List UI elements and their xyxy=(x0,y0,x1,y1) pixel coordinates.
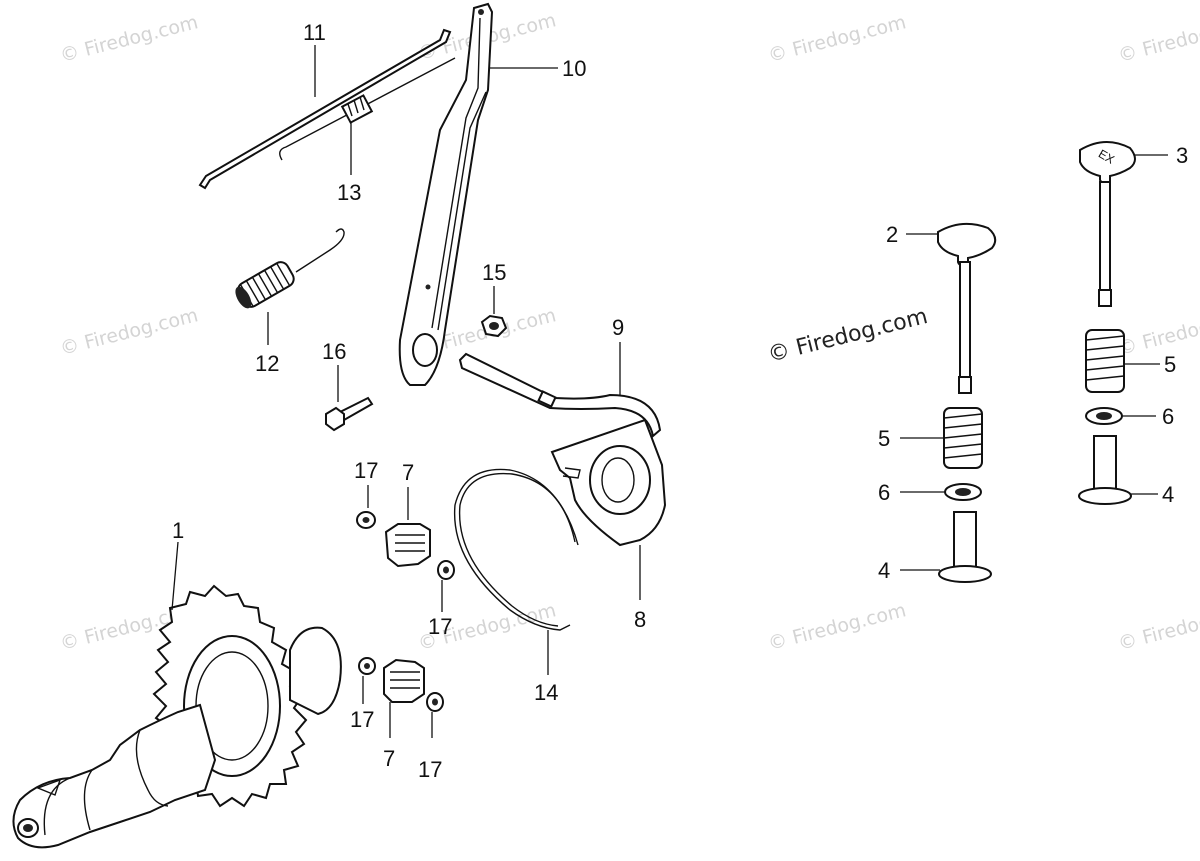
label-5b: 5 xyxy=(1164,352,1176,377)
part-17-washer-a xyxy=(356,485,376,529)
part-9-lever xyxy=(458,342,662,438)
label-3: 3 xyxy=(1176,143,1188,168)
part-7-upper-cotter xyxy=(384,487,431,568)
part-14-wire-spring xyxy=(453,468,579,675)
part-17-washer-c xyxy=(358,657,376,704)
part-12-spring xyxy=(235,228,345,345)
watermark: © Firedog.com xyxy=(1116,599,1200,655)
part-4-guide-left xyxy=(900,511,992,583)
label-9: 9 xyxy=(612,315,624,340)
watermark: © Firedog.com xyxy=(766,11,908,67)
label-7b: 7 xyxy=(383,746,395,771)
part-17-washer-b xyxy=(437,560,455,612)
label-6a: 6 xyxy=(878,480,890,505)
part-5-spring-right xyxy=(1085,329,1160,393)
label-4b: 4 xyxy=(1162,482,1174,507)
watermark-center: © Firedog.com xyxy=(765,304,930,368)
label-17a: 17 xyxy=(354,458,378,483)
watermark: © Firedog.com xyxy=(766,599,908,655)
label-2: 2 xyxy=(886,222,898,247)
label-16: 16 xyxy=(322,339,346,364)
part-6-seat-right xyxy=(1085,407,1156,425)
watermark: © Firedog.com xyxy=(1116,304,1200,360)
part-1-camshaft xyxy=(12,541,342,849)
label-12: 12 xyxy=(255,351,279,376)
label-8: 8 xyxy=(634,607,646,632)
label-17c: 17 xyxy=(350,707,374,732)
part-4-guide-right xyxy=(1078,435,1158,505)
part-11-rod xyxy=(198,28,452,190)
part-17-washer-d xyxy=(426,692,444,738)
part-7-lower-cotter xyxy=(383,658,425,738)
watermark: © Firedog.com xyxy=(1116,11,1200,67)
label-7a: 7 xyxy=(402,460,414,485)
callout-labels: 1 2 3 4 4 5 5 6 6 7 7 8 9 10 11 12 13 14… xyxy=(172,20,1188,782)
label-6b: 6 xyxy=(1162,404,1174,429)
part-3-exhaust-valve: EX xyxy=(1079,141,1168,307)
label-11: 11 xyxy=(303,20,326,45)
label-13: 13 xyxy=(337,180,361,205)
label-17b: 17 xyxy=(428,614,452,639)
label-10: 10 xyxy=(562,56,586,81)
label-15: 15 xyxy=(482,260,506,285)
label-5a: 5 xyxy=(878,426,890,451)
part-10-arm xyxy=(398,2,558,386)
watermark: © Firedog.com xyxy=(58,11,200,67)
valve-marking: EX xyxy=(1096,147,1117,167)
label-4a: 4 xyxy=(878,558,890,583)
part-13-spring-rod xyxy=(279,57,456,175)
part-6-seat-left xyxy=(900,483,982,501)
watermark: © Firedog.com xyxy=(58,304,200,360)
label-1: 1 xyxy=(172,518,184,543)
part-15-nut xyxy=(480,286,508,338)
part-16-bolt xyxy=(325,365,374,432)
part-2-intake-valve xyxy=(906,222,997,394)
label-17d: 17 xyxy=(418,757,442,782)
watermarks: © Firedog.com © Firedog.com © Firedog.co… xyxy=(58,9,1200,655)
part-8-cam-plate xyxy=(550,418,667,600)
label-14: 14 xyxy=(534,680,558,705)
part-5-spring-left xyxy=(900,407,983,469)
